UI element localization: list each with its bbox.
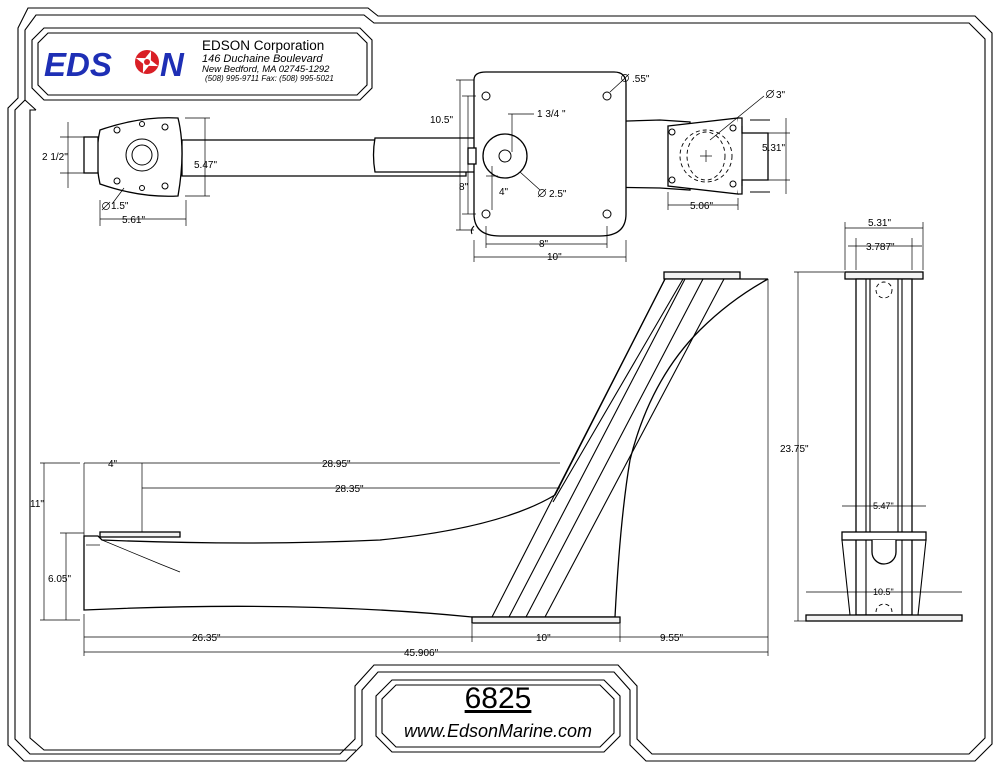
dim-side-4: 4" — [108, 459, 118, 470]
dim-top-8-h: 8" — [539, 239, 549, 250]
dim-end-23-75: 23.75" — [780, 444, 809, 455]
part-number: 6825 — [465, 682, 532, 715]
dim-top-3: 3" — [776, 90, 786, 101]
dim-side-45-906: 45.906" — [404, 648, 439, 659]
dim-end-3-787: 3.787" — [866, 242, 895, 253]
dim-side-28-35: 28.35" — [335, 484, 364, 495]
company-name: EDSON Corporation — [202, 38, 324, 53]
dim-side-6-05: 6.05" — [48, 574, 71, 585]
company-address-2: New Bedford, MA 02745-1292 — [202, 64, 330, 75]
dim-end-10-5: 10.5" — [873, 587, 894, 597]
logo-text: EDS — [44, 46, 112, 83]
dim-top-5-31: 5.31" — [762, 143, 785, 154]
end-top-plate — [844, 271, 924, 280]
dim-top-4: 4" — [499, 187, 509, 198]
dim-side-9-55: 9.55" — [660, 633, 683, 644]
company-info: EDSON Corporation 146 Duchaine Boulevard… — [202, 38, 334, 83]
dim-top-5-61: 5.61" — [122, 215, 145, 226]
dim-top-5-06: 5.06" — [690, 201, 713, 212]
top-view: 2 1/2" 5.47" 5.61" 1.5" 10.5" 8" 10" 8" … — [42, 71, 790, 263]
end-view: 5.31" 3.787" 23.75" 5.47" 10.5" — [780, 218, 963, 622]
side-view: 11" 6.05" 4" 28.95" 28.35" 26.35" 10" 9.… — [30, 271, 769, 659]
dim-side-26-35: 26.35" — [192, 633, 221, 644]
side-body — [83, 278, 769, 618]
company-logo: EDS N — [44, 46, 185, 83]
dim-top-8-v: 8" — [459, 182, 469, 193]
side-top-plate — [663, 271, 741, 280]
company-address-1: 146 Duchaine Boulevard — [202, 53, 323, 65]
dim-end-5-47: 5.47" — [873, 501, 894, 511]
dim-top-5-47: 5.47" — [194, 160, 217, 171]
dim-top-1-3-4: 1 3/4 " — [537, 109, 566, 120]
dim-side-10: 10" — [536, 633, 551, 644]
end-base-plate — [805, 614, 963, 622]
dim-top-10: 10" — [547, 252, 562, 263]
dim-side-28-95: 28.95" — [322, 459, 351, 470]
end-mid-plate — [841, 531, 927, 541]
side-base-plate — [471, 616, 621, 624]
dim-top-0-55: .55" — [632, 74, 650, 85]
logo-text-n: N — [160, 46, 185, 83]
logo-star-icon — [135, 50, 159, 74]
drawing-border — [7, 7, 993, 762]
side-left-plate — [99, 531, 181, 538]
website-url: www.EdsonMarine.com — [404, 721, 592, 741]
dim-top-2-1-2: 2 1/2" — [42, 152, 68, 163]
dim-top-2-5: 2.5" — [549, 189, 567, 200]
company-phone-fax: (508) 995-9711 Fax: (508) 995-5021 — [205, 74, 334, 83]
dim-top-1-5: 1.5" — [111, 201, 129, 212]
dim-end-5-31: 5.31" — [868, 218, 891, 229]
dim-side-11: 11" — [30, 499, 44, 510]
dim-top-10-5: 10.5" — [430, 115, 453, 126]
center-plate — [473, 71, 627, 237]
